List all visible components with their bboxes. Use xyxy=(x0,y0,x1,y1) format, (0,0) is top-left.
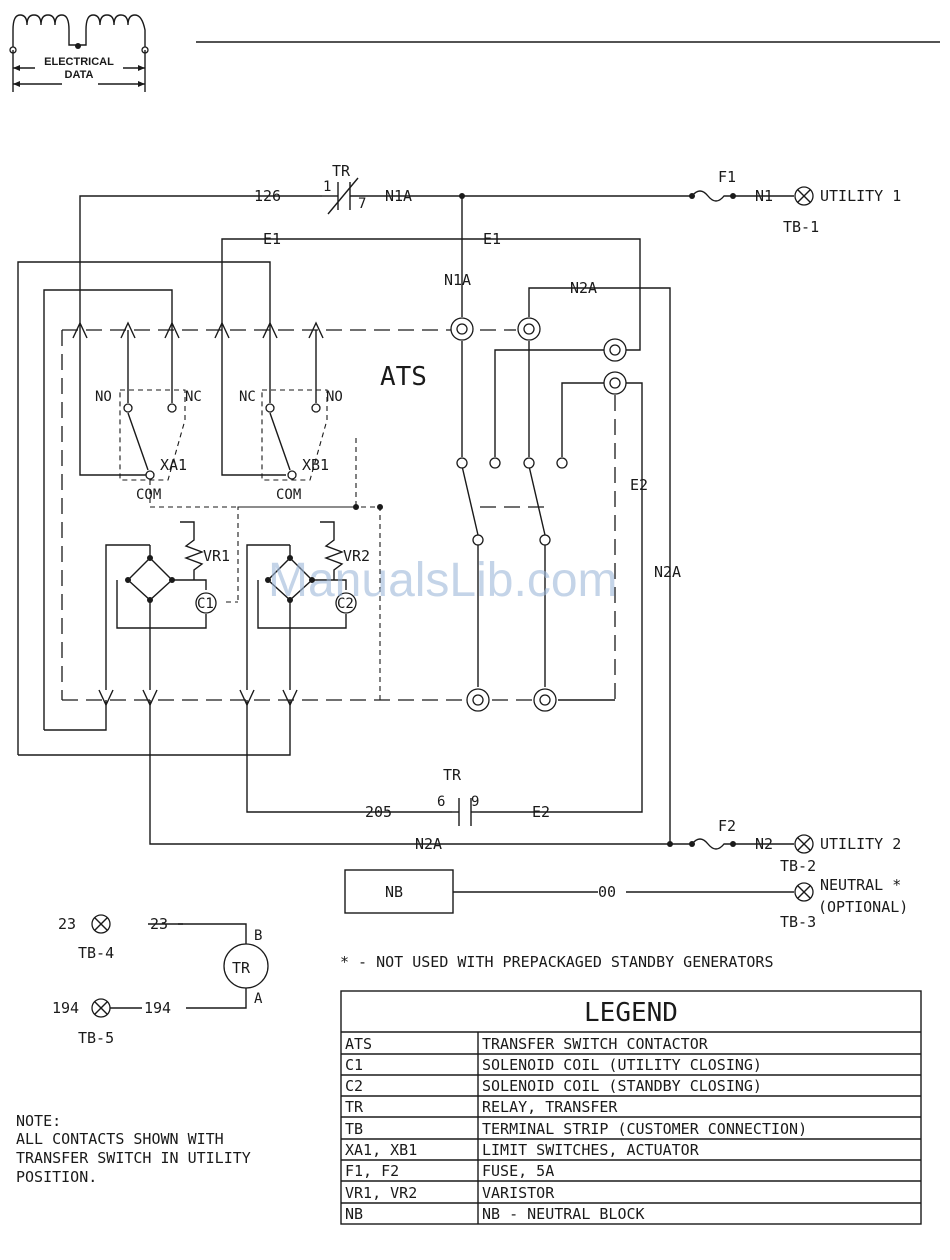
wire-205: 205 xyxy=(365,803,392,821)
vr1-label: VR1 xyxy=(203,547,230,565)
tr-bottom-pin9: 9 xyxy=(471,794,479,810)
wire-n2a-right: N2A xyxy=(654,563,681,581)
legend-code: XA1, XB1 xyxy=(345,1141,417,1159)
note-block: NOTE: ALL CONTACTS SHOWN WITH TRANSFER S… xyxy=(16,1112,251,1186)
wire-e1-left: E1 xyxy=(263,230,281,248)
wire-e1-right: E1 xyxy=(483,230,501,248)
wire-n1: N1 xyxy=(755,187,773,205)
nb-box-label: NB xyxy=(385,883,403,901)
xa1-no: NO xyxy=(95,389,112,405)
tb5-label: TB-5 xyxy=(78,1029,114,1047)
legend-title: LEGEND xyxy=(584,998,678,1028)
tb2-label: TB-2 xyxy=(780,857,816,875)
xb1-no: NO xyxy=(326,389,343,405)
legend-desc: SOLENOID COIL (UTILITY CLOSING) xyxy=(482,1056,762,1074)
tb3-terminal-icon xyxy=(794,882,814,902)
neutral-label: NEUTRAL * xyxy=(820,876,901,894)
limit-switches xyxy=(79,330,383,700)
legend-code: TR xyxy=(345,1098,364,1116)
ats-enclosure xyxy=(61,317,627,712)
wire-23: 23 xyxy=(150,915,168,933)
note-line: TRANSFER SWITCH IN UTILITY xyxy=(16,1149,251,1167)
ats-label: ATS xyxy=(380,362,427,392)
watermark: ManualsLib.com xyxy=(268,554,618,607)
wire-n2: N2 xyxy=(755,835,773,853)
legend-code: TB xyxy=(345,1120,363,1138)
xa1-label: XA1 xyxy=(160,456,187,474)
legend-desc: NB - NEUTRAL BLOCK xyxy=(482,1205,645,1223)
legend-desc: SOLENOID COIL (STANDBY CLOSING) xyxy=(482,1077,762,1095)
optional-label: (OPTIONAL) xyxy=(818,898,908,916)
legend-code: F1, F2 xyxy=(345,1162,399,1180)
note-title: NOTE: xyxy=(16,1112,61,1130)
footnote: * - NOT USED WITH PREPACKAGED STANDBY GE… xyxy=(340,953,773,971)
fuse-f1-label: F1 xyxy=(718,168,736,186)
tr-contacts xyxy=(327,177,480,826)
wire-194-terminal: 194 xyxy=(52,999,79,1017)
vr2-label: VR2 xyxy=(343,547,370,565)
wire-e2-bottom: E2 xyxy=(532,803,550,821)
wire-23-terminal: 23 xyxy=(58,915,76,933)
legend-code: VR1, VR2 xyxy=(345,1184,417,1202)
wire-e2-right: E2 xyxy=(630,476,648,494)
tb3-label: TB-3 xyxy=(780,913,816,931)
electrical-data-logo: ELECTRICAL DATA xyxy=(9,14,149,92)
main-wiring xyxy=(17,190,794,845)
tr-coil-b: B xyxy=(254,928,262,944)
wire-194: 194 xyxy=(144,999,171,1017)
legend-desc: TERMINAL STRIP (CUSTOMER CONNECTION) xyxy=(482,1120,807,1138)
tr-top-label: TR xyxy=(332,162,351,180)
legend-desc: VARISTOR xyxy=(482,1184,555,1202)
legend-desc: LIMIT SWITCHES, ACTUATOR xyxy=(482,1141,700,1159)
tb4-label: TB-4 xyxy=(78,944,114,962)
wire-n2a-top: N2A xyxy=(570,279,597,297)
tb2-terminal-icon xyxy=(794,834,814,854)
tr-coil-label: TR xyxy=(232,959,251,977)
tr-bottom-label: TR xyxy=(443,766,462,784)
wire-n1a-top: N1A xyxy=(385,187,412,205)
note-line: ALL CONTACTS SHOWN WITH xyxy=(16,1130,224,1148)
tr-coil-a: A xyxy=(254,991,263,1007)
badge-line2: DATA xyxy=(65,69,94,81)
tr-top-pin7: 7 xyxy=(358,196,366,212)
tr-coil xyxy=(110,923,269,1009)
legend-code: ATS xyxy=(345,1035,372,1053)
legend-code: NB xyxy=(345,1205,363,1223)
badge-line1: ELECTRICAL xyxy=(44,56,114,68)
utility2-circuit xyxy=(667,838,794,850)
c2-label: C2 xyxy=(337,596,354,612)
note-line: POSITION. xyxy=(16,1168,97,1186)
c1-label: C1 xyxy=(197,596,214,612)
terminals xyxy=(91,186,814,1018)
xa1-nc: NC xyxy=(185,389,202,405)
fuse-f2-label: F2 xyxy=(718,817,736,835)
legend-table: LEGEND ATS TRANSFER SWITCH CONTACTOR C1 … xyxy=(340,990,922,1225)
xb1-label: XB1 xyxy=(302,456,329,474)
xb1-nc: NC xyxy=(239,389,256,405)
wire-n2a-bottom: N2A xyxy=(415,835,442,853)
utility2-label: UTILITY 2 xyxy=(820,835,901,853)
legend-code: C2 xyxy=(345,1077,363,1095)
diagram-labels: TR 1 7 126 N1A F1 N1 UTILITY 1 TB-1 E1 E… xyxy=(52,162,908,1047)
wire-n1a-mid: N1A xyxy=(444,271,471,289)
wire-00: 00 xyxy=(598,883,616,901)
xb1-com: COM xyxy=(276,487,301,503)
legend-desc: RELAY, TRANSFER xyxy=(482,1098,618,1116)
neutral-block xyxy=(344,869,794,914)
utility1-label: UTILITY 1 xyxy=(820,187,901,205)
legend-desc: TRANSFER SWITCH CONTACTOR xyxy=(482,1035,709,1053)
wire-126: 126 xyxy=(254,187,281,205)
coil-circuits xyxy=(105,521,357,690)
tr-bottom-pin6: 6 xyxy=(437,794,445,810)
tr-top-pin1: 1 xyxy=(323,179,331,195)
tb4-terminal-icon xyxy=(91,914,111,934)
legend-code: C1 xyxy=(345,1056,363,1074)
tb1-terminal-icon xyxy=(794,186,814,206)
legend-desc: FUSE, 5A xyxy=(482,1162,554,1180)
xa1-com: COM xyxy=(136,487,161,503)
tb5-terminal-icon xyxy=(91,998,111,1018)
tb1-label: TB-1 xyxy=(783,218,819,236)
